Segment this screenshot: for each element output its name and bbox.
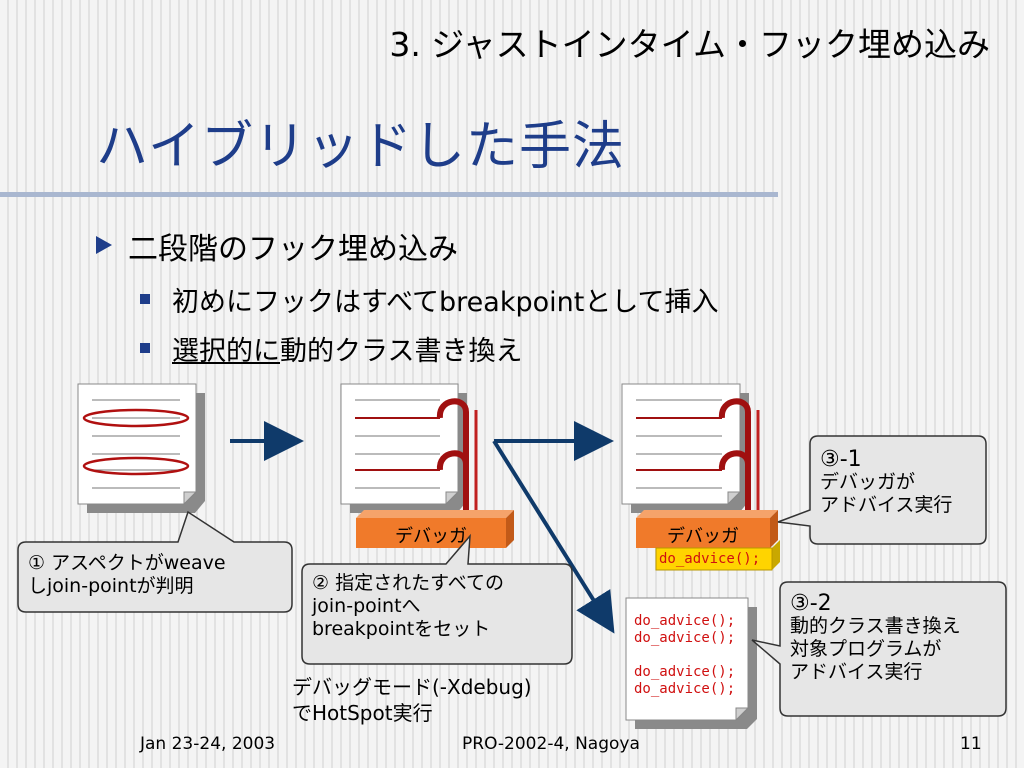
- code-line: do_advice();: [634, 664, 736, 680]
- callout-3-2-line1: ③-2: [790, 591, 832, 616]
- page-number: 11: [960, 734, 982, 754]
- debug-mode-line1: デバッグモード(-Xdebug): [292, 675, 532, 699]
- code-line: do_advice();: [634, 613, 736, 629]
- footer-date: Jan 23-24, 2003: [140, 734, 276, 754]
- square-bullet-icon: [140, 343, 150, 353]
- debug-mode-text: デバッグモード(-Xdebug) でHotSpot実行: [292, 674, 532, 726]
- callout-3-1-line1: ③-1: [820, 447, 862, 472]
- document-3: [621, 383, 749, 513]
- debugger-box-2: [636, 510, 778, 548]
- callout-3-2-line4: アドバイス実行: [790, 661, 923, 683]
- slide-title: ハイブリッドした手法: [96, 117, 625, 177]
- callout-3-1-shape: [777, 435, 987, 545]
- code-line: do_advice();: [634, 630, 736, 646]
- debugger-label-2: デバッガ: [667, 526, 739, 547]
- bullet-item-2: 選択的に動的クラス書き換え: [172, 329, 522, 368]
- code-line: do_advice();: [634, 681, 736, 697]
- callout-1-shape: [17, 510, 293, 613]
- bullet-item-1: 初めにフックはすべてbreakpointとして挿入: [172, 287, 719, 318]
- underlined-text: 選択的に: [172, 336, 280, 367]
- callout-2-shape: [301, 533, 573, 665]
- callout-3-1-line3: アドバイス実行: [820, 494, 953, 516]
- hook-icon: [718, 398, 760, 516]
- hook-icon: [436, 398, 478, 516]
- triangle-bullet-icon: [96, 236, 112, 254]
- callout-2-line3: breakpointをセット: [312, 618, 491, 640]
- callout-2-line2: join-pointへ: [312, 595, 421, 617]
- square-bullet-icon: [140, 294, 150, 304]
- footer-event: PRO-2002-4, Nagoya: [462, 734, 640, 754]
- callout-1-text: ① アスペクトがweave しjoin-pointが判明: [28, 552, 226, 598]
- callout-3-1-line2: デバッガが: [820, 471, 916, 493]
- callout-3-2-shape: [751, 581, 1007, 717]
- debugger-label-1: デバッガ: [395, 526, 467, 547]
- document-4: [625, 597, 757, 729]
- arrow-3: [492, 439, 615, 634]
- callout-3-1-text: ③-1 デバッガが アドバイス実行: [820, 448, 952, 517]
- callout-1-line2: しjoin-pointが判明: [28, 575, 194, 597]
- callout-3-2-text: ③-2 動的クラス書き換え 対象プログラムが アドバイス実行: [790, 592, 961, 684]
- code-small: do_advice();: [659, 551, 761, 567]
- code-box-small: [655, 540, 780, 571]
- section-title: 3. ジャストインタイム・フック埋め込み: [389, 25, 990, 64]
- callout-3-2-line2: 動的クラス書き換え: [790, 615, 961, 637]
- callout-1-line1: ① アスペクトがweave: [28, 552, 226, 574]
- bullet-level1: 二段階のフック埋め込み: [128, 232, 458, 267]
- callout-2-text: ② 指定されたすべての join-pointへ breakpointをセット: [312, 572, 504, 641]
- callout-2-line1: ② 指定されたすべての: [312, 572, 504, 594]
- title-rule: [0, 192, 778, 197]
- debug-mode-line2: でHotSpot実行: [292, 701, 433, 725]
- document-2: [340, 383, 467, 513]
- document-1: [77, 383, 205, 513]
- callout-3-2-line3: 対象プログラムが: [790, 638, 942, 660]
- debugger-box-1: [356, 510, 514, 548]
- bullet-item-2-rest: 動的クラス書き換え: [280, 336, 523, 367]
